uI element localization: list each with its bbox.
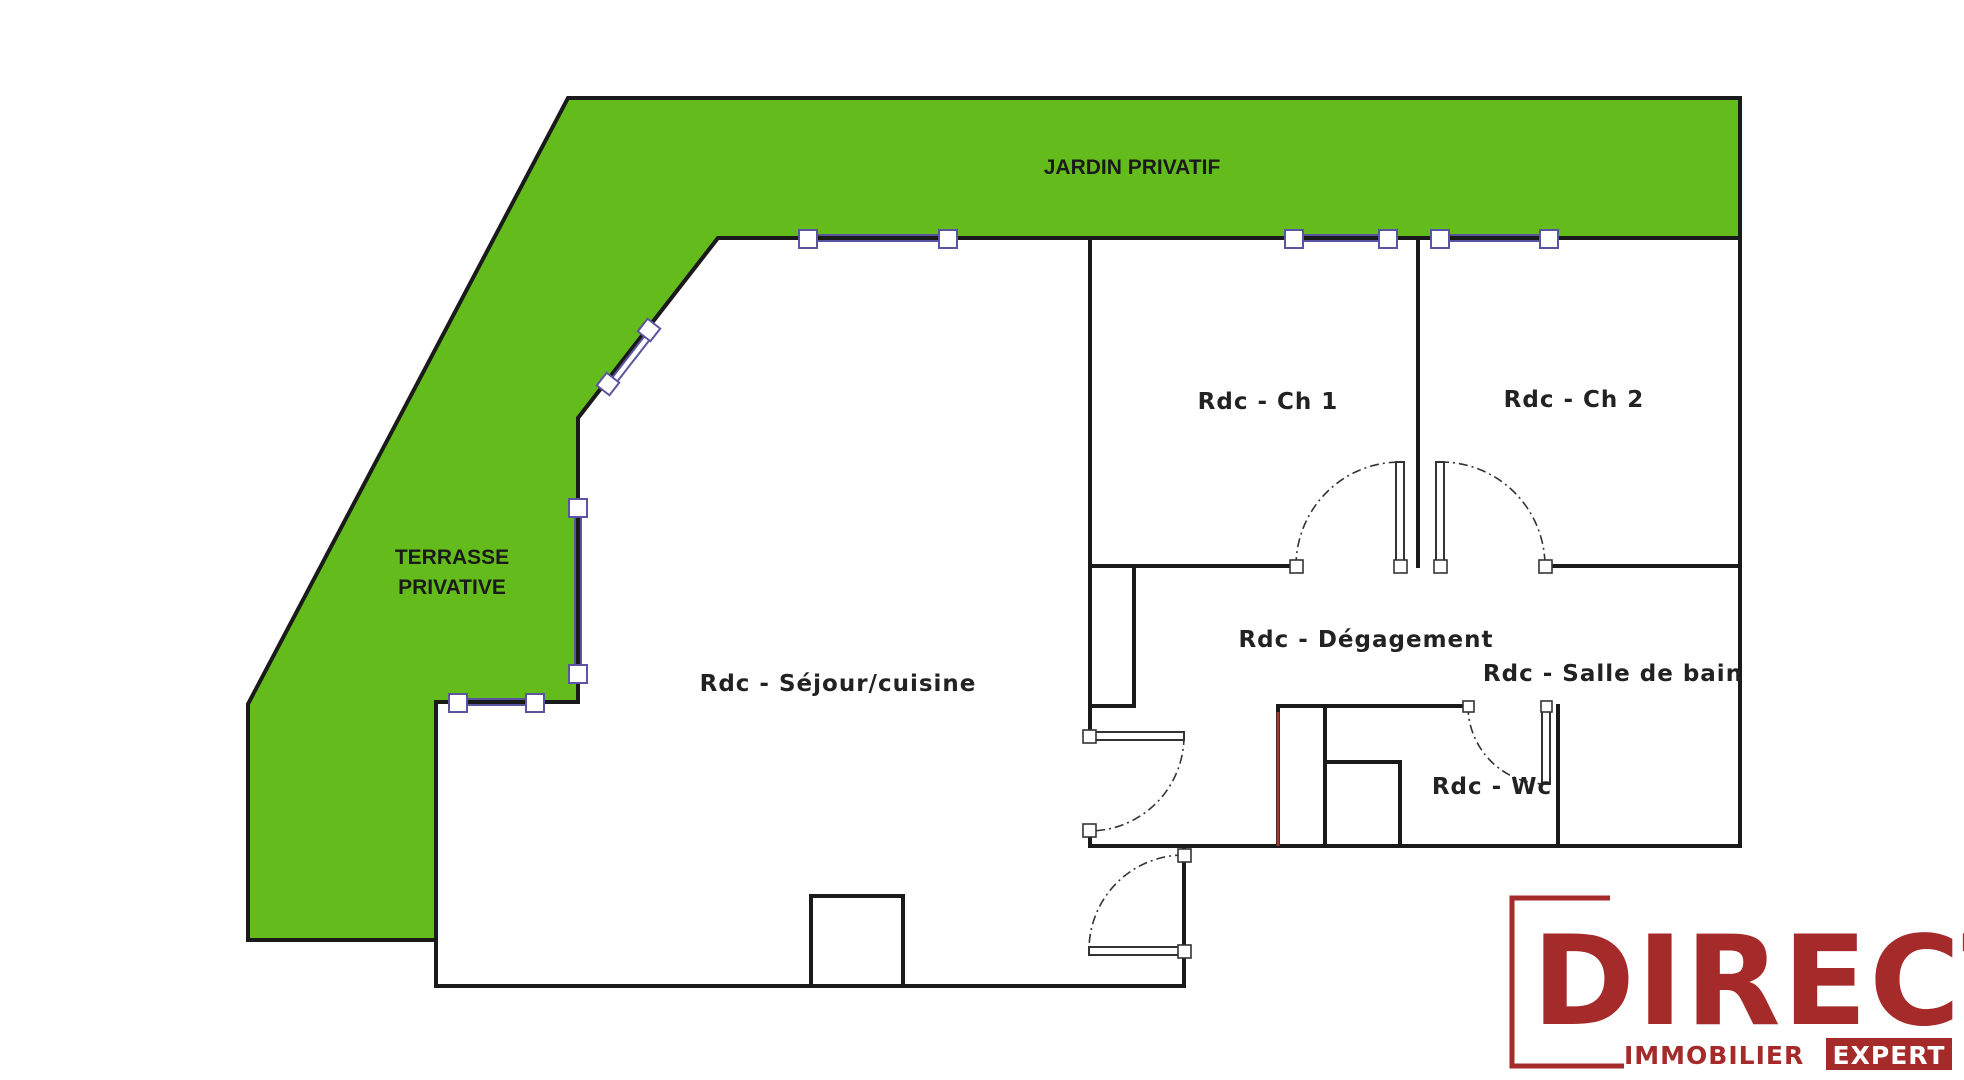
room-label-sejour: Rdc - Séjour/cuisine xyxy=(700,671,977,697)
room-label-degagement: Rdc - Dégagement xyxy=(1238,627,1493,653)
room-label-salle-de-bain: Rdc - Salle de bain xyxy=(1483,661,1743,687)
room-label-ch1: Rdc - Ch 1 xyxy=(1198,389,1339,415)
zone-label-terrasse: PRIVATIVE xyxy=(398,576,506,599)
window[interactable] xyxy=(1430,229,1559,249)
brand-logo: DIRECT IMMOBILIER EXPERT xyxy=(1509,895,1964,1070)
logo-frame xyxy=(1509,895,1624,1069)
logo-expert-box xyxy=(1826,1038,1952,1070)
door-sejour[interactable] xyxy=(1082,729,1185,838)
logo-word: DIRECT xyxy=(1532,910,1964,1054)
door-ch2[interactable] xyxy=(1433,461,1553,574)
window[interactable] xyxy=(595,317,662,397)
room-label-ch2: Rdc - Ch 2 xyxy=(1504,387,1645,413)
window[interactable] xyxy=(798,229,958,249)
door-ch1[interactable] xyxy=(1289,461,1408,574)
logo-sub: IMMOBILIER xyxy=(1624,1041,1804,1070)
window[interactable] xyxy=(1284,229,1398,249)
windows xyxy=(448,229,1559,713)
window[interactable] xyxy=(568,498,588,684)
logo-expert: EXPERT xyxy=(1833,1041,1946,1070)
zone-label-jardin: JARDIN PRIVATIF xyxy=(1044,156,1221,179)
doors xyxy=(1082,461,1553,959)
door-entree[interactable] xyxy=(1088,848,1192,959)
room-label-wc: Rdc - Wc xyxy=(1432,774,1552,800)
door-wc[interactable] xyxy=(1462,700,1553,785)
window[interactable] xyxy=(448,693,545,713)
zone-label-terrasse: TERRASSE xyxy=(395,546,509,569)
